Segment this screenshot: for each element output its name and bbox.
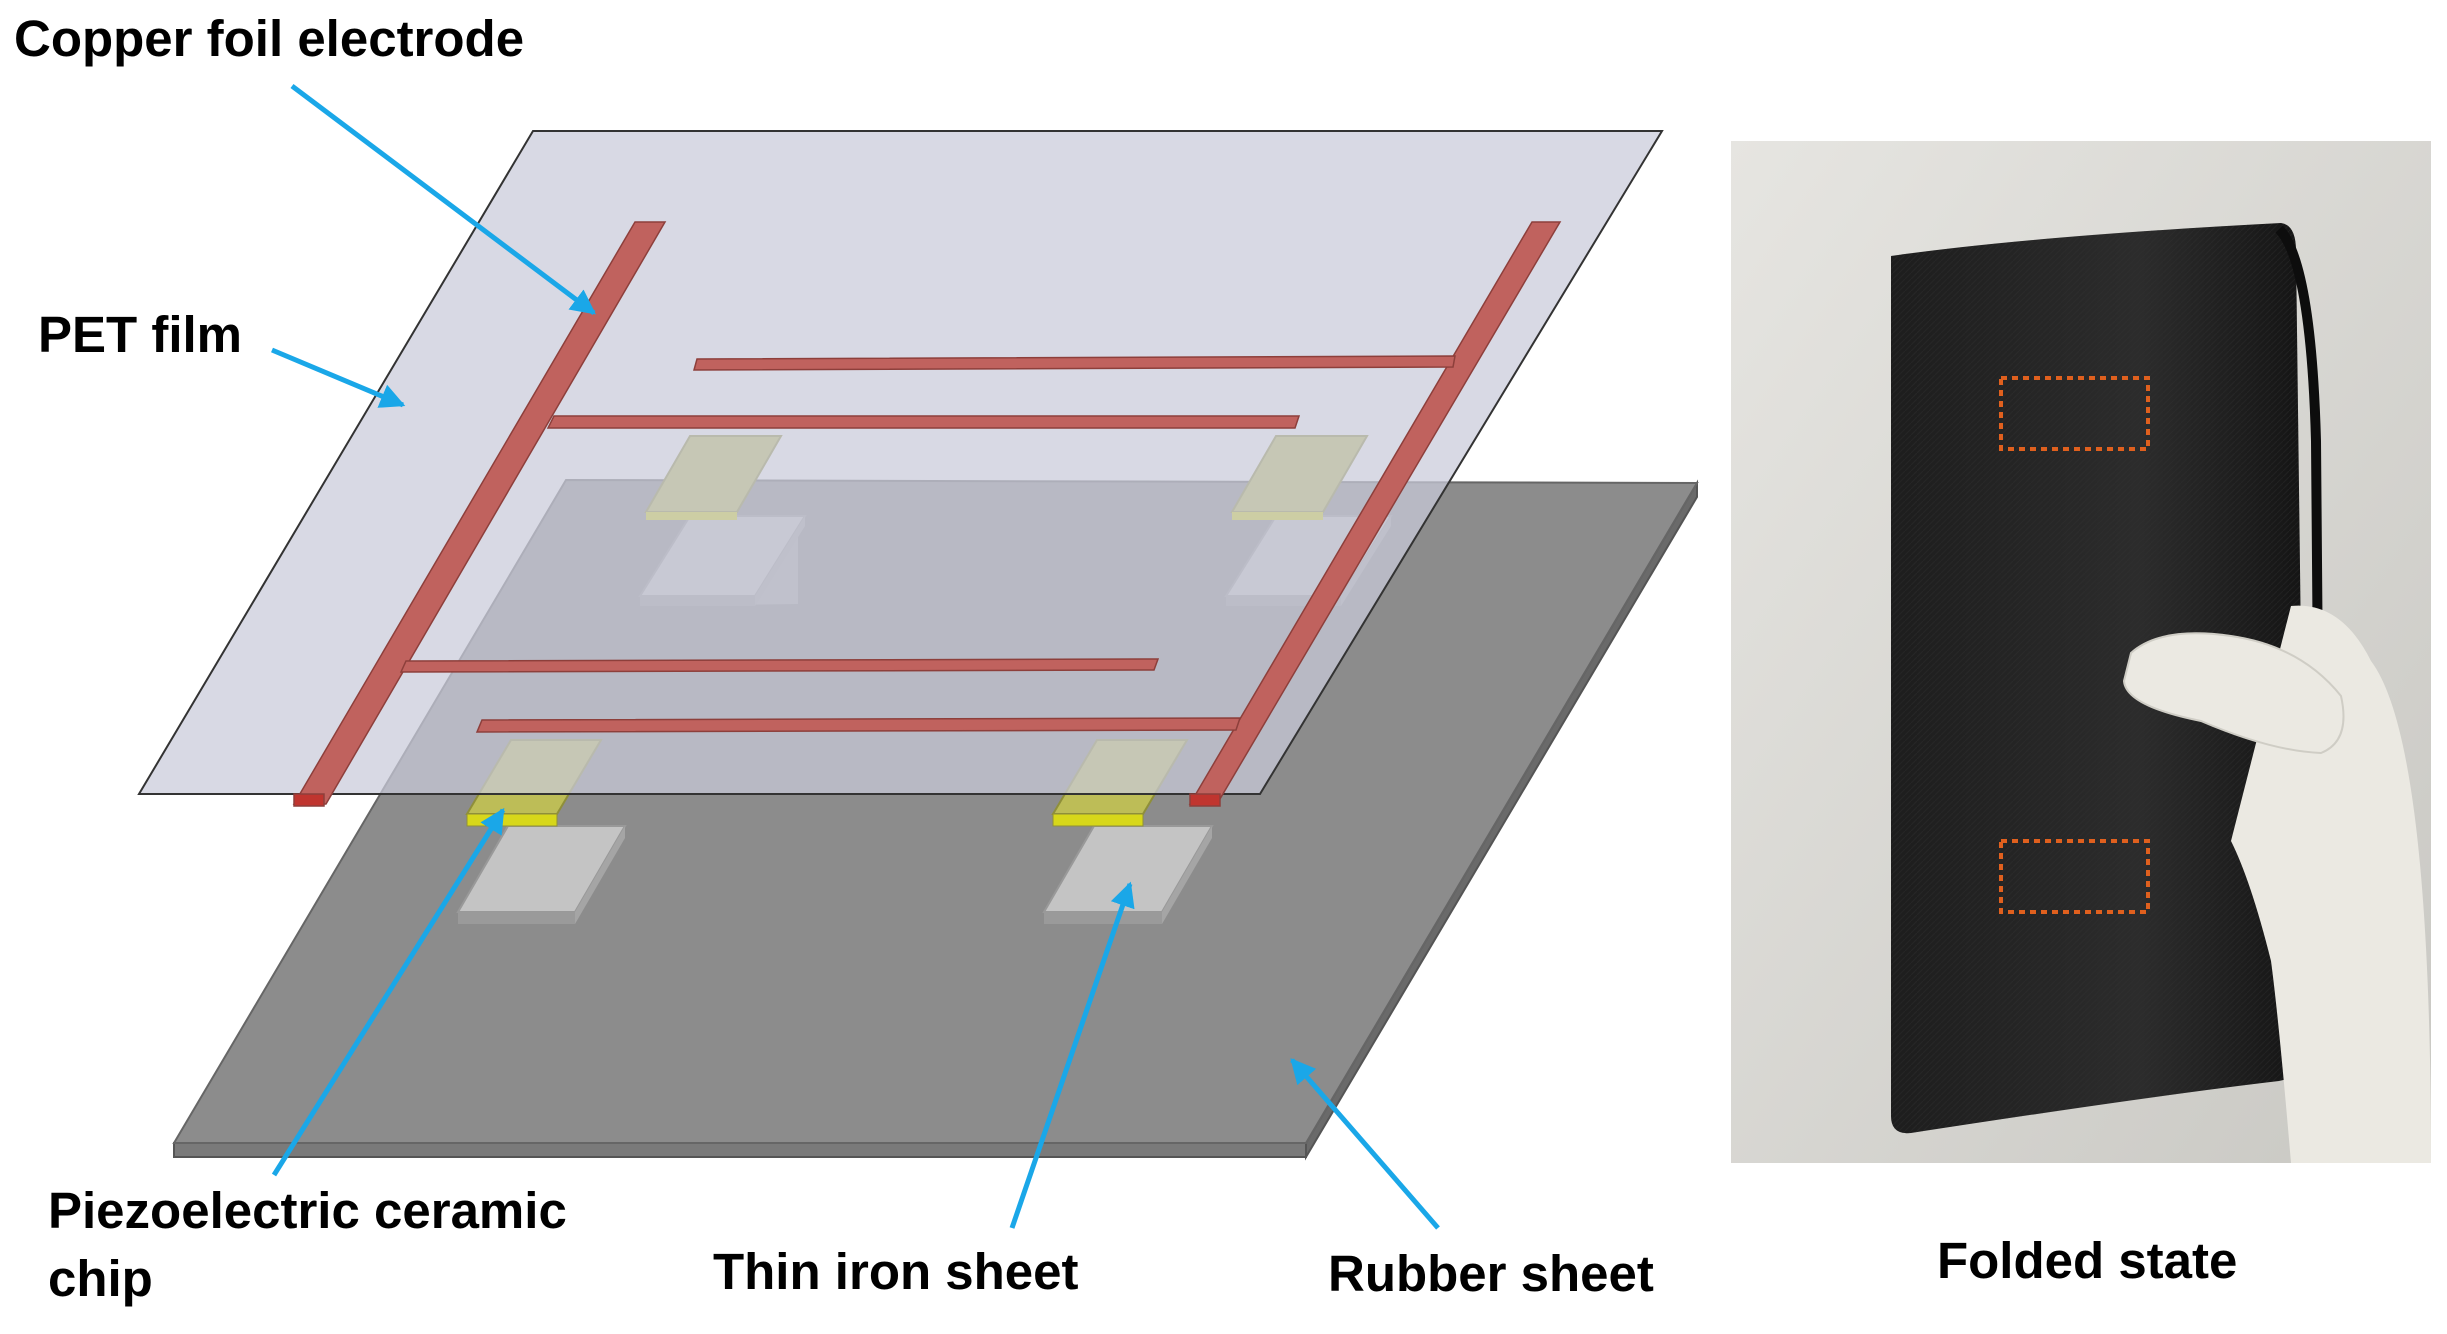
photo-illustration (1731, 141, 2431, 1163)
arrow-copper (290, 84, 596, 315)
leader-arrows (271, 84, 1440, 1230)
copper-finger-4 (475, 717, 1242, 733)
label-folded-state: Folded state (1937, 1232, 2238, 1289)
marker-box-top (1999, 376, 2150, 451)
arrow-rubber (1290, 1058, 1440, 1230)
label-pet-film: PET film (38, 306, 243, 363)
glove-thumb (2122, 632, 2345, 755)
copper-bus-left (292, 221, 667, 805)
pet-film (137, 130, 1664, 795)
iron-sheet-front-right (1042, 825, 1214, 924)
copper-finger-1 (693, 355, 1456, 371)
label-copper-foil-electrode: Copper foil electrode (14, 10, 525, 67)
copper-tab-left (293, 793, 325, 807)
arrow-iron (1009, 881, 1135, 1229)
label-thin-iron-sheet: Thin iron sheet (713, 1243, 1079, 1300)
copper-finger-2 (546, 415, 1301, 429)
copper-finger-3 (399, 658, 1160, 673)
label-rubber-sheet: Rubber sheet (1328, 1245, 1654, 1302)
label-piezo-line2: chip (48, 1250, 153, 1307)
arrow-piezo (271, 807, 506, 1177)
iron-sheet-front-left (456, 825, 627, 924)
marker-box-bottom (1999, 839, 2150, 914)
copper-electrodes (292, 221, 1562, 807)
arrow-pet (271, 347, 406, 408)
gloved-hand (2122, 605, 2431, 1163)
folded-state-photo (1731, 141, 2431, 1163)
copper-tab-right (1189, 793, 1221, 807)
label-piezo-line1: Piezoelectric ceramic (48, 1182, 567, 1239)
